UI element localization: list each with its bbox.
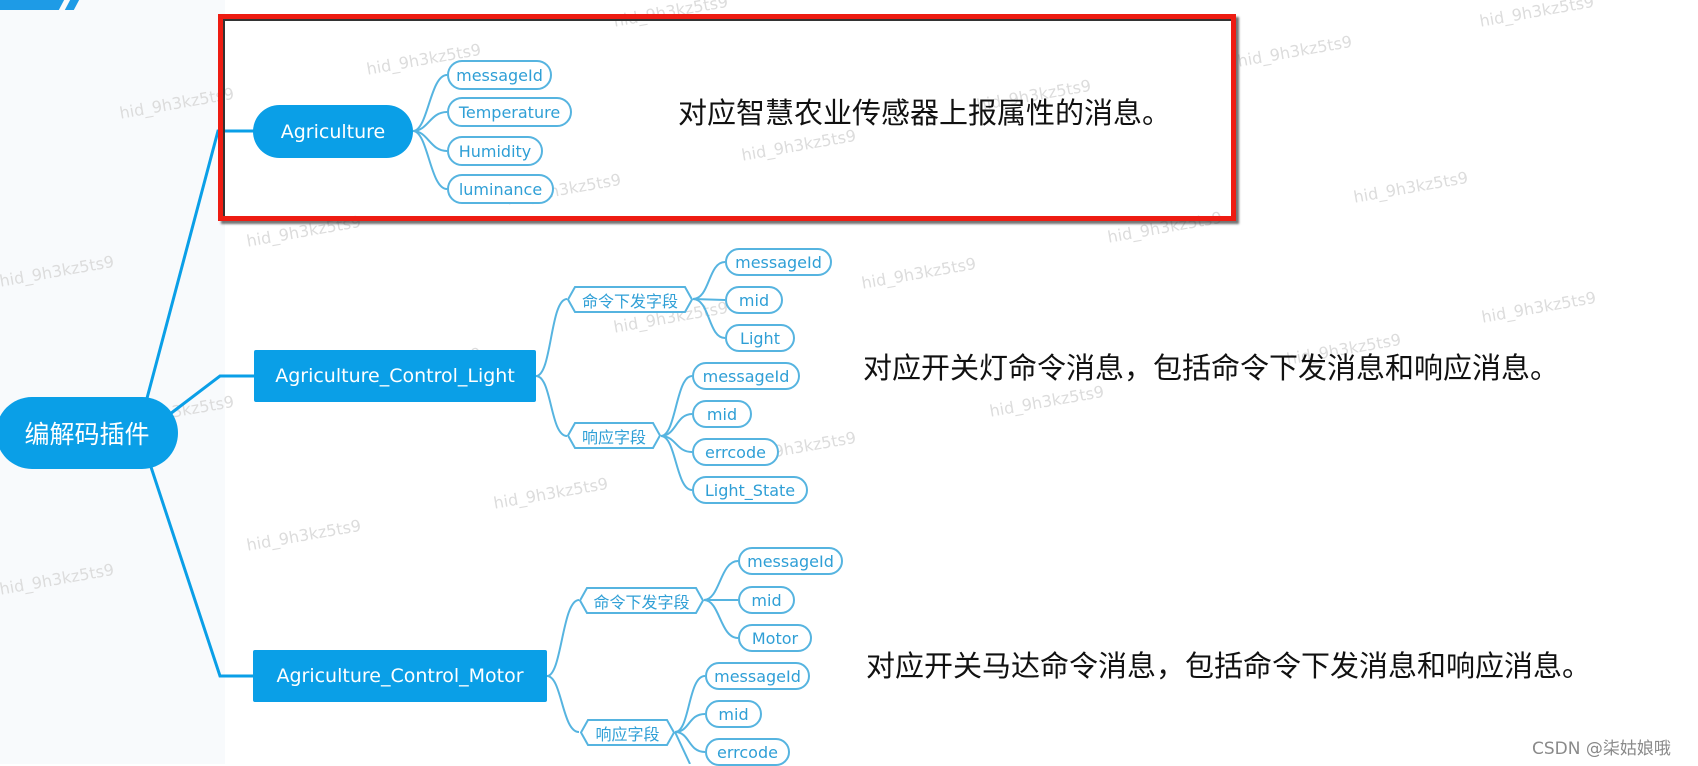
highlight-box	[218, 14, 1236, 221]
hexagon-shape	[580, 719, 675, 746]
root-node: 编解码插件	[0, 397, 178, 469]
field-node: messageId	[447, 60, 552, 90]
field-label: mid	[738, 290, 770, 310]
branch-description-control-motor: 对应开关马达命令消息，包括命令下发消息和响应消息。	[866, 649, 1592, 683]
response-group-node: 响应字段	[567, 422, 661, 449]
field-node: Light	[725, 324, 795, 352]
field-node: Light_State	[692, 476, 808, 504]
field-label: messageId	[714, 666, 801, 686]
branch-label: Agriculture_Control_Light	[275, 365, 515, 387]
field-node: Humidity	[447, 136, 543, 166]
field-label: Temperature	[458, 102, 561, 122]
hexagon-shape	[579, 587, 704, 614]
command-group-node: 命令下发字段	[567, 286, 693, 313]
field-node: messageId	[738, 547, 843, 575]
command-group-node: 命令下发字段	[579, 587, 704, 614]
branch-node-control-motor: Agriculture_Control_Motor	[253, 650, 547, 702]
hexagon-shape	[567, 286, 693, 313]
hexagon-shape	[567, 422, 661, 449]
field-label: Motor	[751, 628, 799, 648]
field-node: errcode	[692, 438, 779, 466]
branch-node-agriculture: Agriculture	[253, 105, 413, 158]
field-node: mid	[692, 400, 752, 428]
field-node: messageId	[692, 362, 800, 390]
branch-description-control-light: 对应开关灯命令消息，包括命令下发消息和响应消息。	[863, 351, 1560, 385]
group-label: 命令下发字段	[593, 592, 690, 612]
field-label: Humidity	[458, 141, 532, 161]
branch-label: Agriculture	[280, 120, 386, 143]
field-label: errcode	[705, 442, 766, 462]
author-credit-watermark: CSDN @柒姑娘哦	[1532, 739, 1671, 759]
field-label: messageId	[747, 551, 834, 571]
field-node: Temperature	[447, 97, 572, 127]
field-label: mid	[718, 704, 749, 724]
field-label: Light	[740, 328, 780, 348]
field-node: luminance	[447, 174, 554, 204]
branch-label: Agriculture_Control_Motor	[276, 665, 524, 687]
group-label: 响应字段	[595, 724, 660, 744]
group-label: 命令下发字段	[581, 291, 678, 311]
field-label: mid	[751, 590, 782, 610]
field-label: mid	[706, 404, 738, 424]
field-label: luminance	[458, 179, 543, 199]
group-label: 响应字段	[581, 427, 646, 447]
background-band	[0, 0, 225, 764]
field-node: mid	[725, 286, 783, 314]
field-node: mid	[738, 586, 795, 614]
root-node-label: 编解码插件	[24, 420, 150, 449]
field-label: messageId	[702, 366, 790, 386]
field-node: errcode	[705, 738, 790, 766]
field-label: errcode	[717, 742, 778, 762]
field-label: Light_State	[704, 480, 796, 500]
field-node: mid	[705, 700, 762, 728]
field-node: Motor	[738, 624, 812, 652]
branch-node-control-light: Agriculture_Control_Light	[254, 350, 536, 402]
field-label: messageId	[456, 65, 543, 85]
field-label: messageId	[735, 252, 822, 272]
response-group-node: 响应字段	[580, 719, 675, 746]
field-node: messageId	[705, 662, 810, 690]
branch-description-agriculture: 对应智慧农业传感器上报属性的消息。	[678, 96, 1172, 130]
field-node: messageId	[725, 248, 832, 276]
